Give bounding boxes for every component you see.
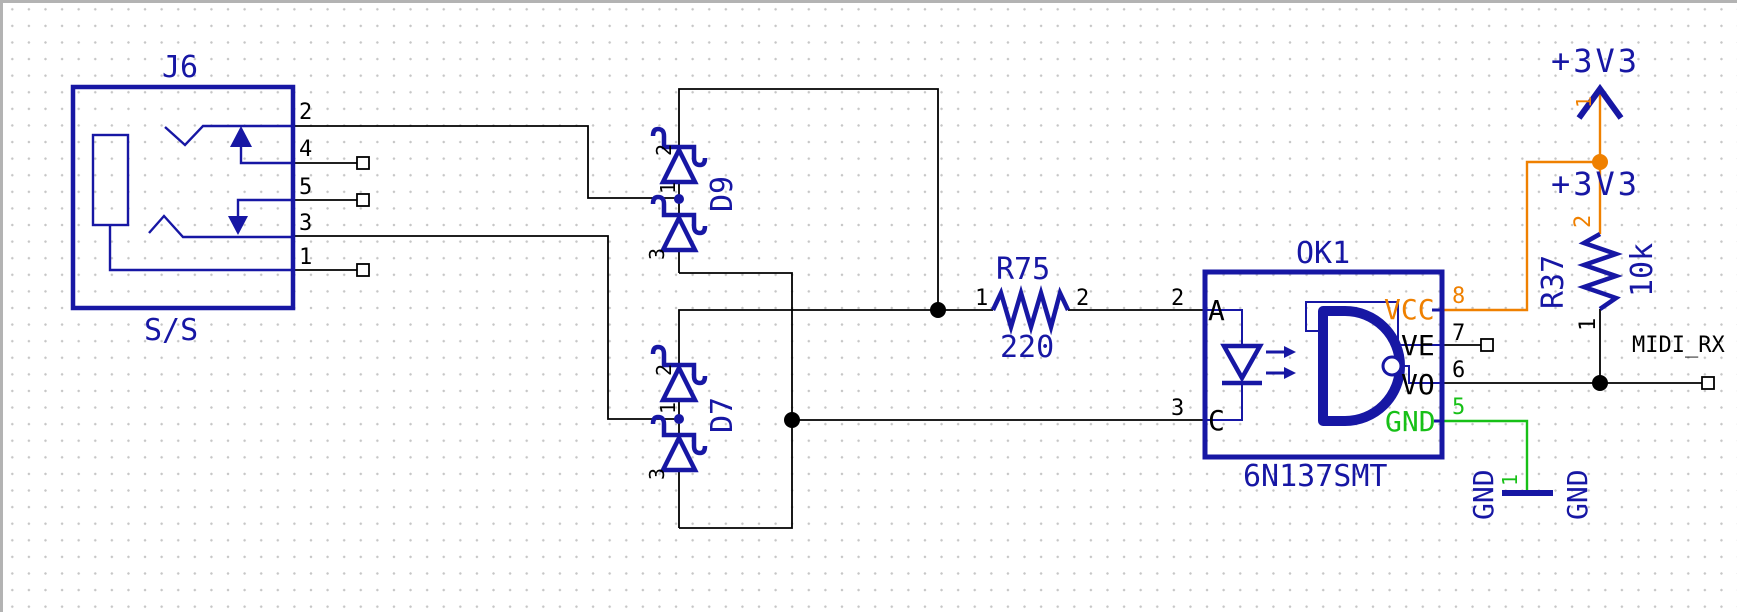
power-wires — [1442, 92, 1608, 491]
j6-pin-number: 5 — [299, 175, 312, 200]
ok1-gate-body — [1318, 306, 1405, 426]
r37-value: 10k — [1625, 243, 1660, 297]
no-connect-square-j6-pin5[interactable] — [356, 193, 370, 207]
ok1-led-triangle — [1220, 343, 1264, 383]
j6-pin-number: 4 — [299, 137, 312, 162]
resistor-r75[interactable]: R75 220 1 2 — [975, 252, 1089, 365]
j6-value: S/S — [144, 313, 198, 348]
ok1-pin-label-anode: A — [1208, 294, 1225, 327]
supply-3v3-label: +3V3 — [1551, 42, 1640, 80]
no-connect-square-ok1-ve[interactable] — [1480, 338, 1494, 352]
ok1-body-outline — [1202, 269, 1445, 460]
supply-3v3-label2: +3V3 — [1551, 165, 1640, 203]
diode-d7[interactable]: 2 1 3 D7 — [645, 344, 740, 480]
ok1-pin-label-vo: VO — [1401, 368, 1435, 401]
ok1-gate-bubble — [1381, 355, 1403, 377]
d9-upper-diode-triangle — [659, 144, 699, 185]
r37-pin-number-top: 2 — [1571, 215, 1596, 228]
j6-body-outline — [70, 84, 296, 311]
j6-refdes: J6 — [162, 50, 198, 85]
ok1-pin-number-cathode: 3 — [1171, 396, 1184, 421]
ok1-pin-number-gnd: 5 — [1452, 395, 1465, 420]
r75-refdes: R75 — [996, 252, 1050, 287]
supply-3v3-pin-number: 1 — [1572, 96, 1596, 108]
net-wire-3v3-to-ok1-vcc[interactable] — [1442, 160, 1600, 312]
ground-symbol[interactable]: GND GND 1 — [1467, 469, 1594, 520]
d9-center-junction — [674, 194, 684, 204]
r37-pin-number-bottom: 1 — [1576, 318, 1601, 331]
j6-insert-arrow-up-icon — [230, 126, 252, 147]
d7-lower-diode-triangle — [659, 432, 699, 473]
ok1-ve-internal-line — [1305, 301, 1440, 346]
j6-pin-number: 3 — [299, 211, 312, 236]
ok1-pin-number-ve: 7 — [1452, 321, 1465, 346]
d9-pin-number-top: 2 — [652, 144, 676, 156]
r75-pin-number-right: 2 — [1076, 286, 1089, 311]
supply-3v3[interactable]: +3V3 +3V3 1 — [1551, 42, 1640, 203]
r75-value: 220 — [1000, 330, 1054, 365]
net-wire-j6-pin2-to-d9[interactable] — [293, 125, 679, 199]
junction-dot[interactable] — [1592, 375, 1608, 391]
d7-pin-number-top: 2 — [652, 364, 676, 376]
ok1-pin-label-gnd: GND — [1385, 405, 1436, 438]
r37-refdes: R37 — [1536, 255, 1571, 309]
r75-zigzag — [990, 285, 1071, 336]
ok1-vo-internal-line — [1401, 365, 1440, 384]
j6-switch-lead-4 — [239, 147, 293, 165]
ok1-value: 6N137SMT — [1243, 459, 1388, 494]
d9-pin-number-center: 1 — [656, 182, 680, 194]
junction-dot-3v3[interactable] — [1592, 154, 1608, 170]
j6-pin-number: 1 — [299, 245, 312, 270]
net-wire-ok1-gnd-to-ground[interactable] — [1442, 419, 1529, 491]
j6-tip-contact — [164, 124, 293, 147]
ground-name-label: GND — [1467, 469, 1500, 520]
r37-zigzag — [1577, 232, 1623, 311]
ok1-pin-number-anode: 2 — [1171, 286, 1184, 311]
d9-lower-diode-triangle — [659, 212, 699, 253]
ground-pin-number: 1 — [1498, 474, 1522, 486]
j6-pin-number: 2 — [299, 100, 312, 125]
ok1-pin-label-cathode: C — [1208, 404, 1225, 437]
diode-d9[interactable]: 2 1 3 D9 — [645, 126, 740, 260]
junction-dot[interactable] — [930, 302, 946, 318]
d9-refdes: D9 — [705, 176, 740, 212]
ok1-pin-label-vcc: VCC — [1384, 293, 1435, 326]
ok1-pin-label-ve: VE — [1401, 329, 1435, 362]
d9-pin-number-bottom: 3 — [645, 248, 669, 260]
no-connect-square-j6-pin1[interactable] — [356, 263, 370, 277]
optocoupler-ok1[interactable]: OK1 6N137SMT A C VCC VE VO GND 2 3 8 7 6 — [1171, 236, 1465, 494]
supply-arrow-icon — [1576, 83, 1624, 120]
d7-pin-number-center: 1 — [656, 402, 680, 414]
ok1-pin-number-vo: 6 — [1452, 358, 1465, 383]
ok1-refdes: OK1 — [1296, 236, 1350, 271]
d7-pin-number-bottom: 3 — [645, 468, 669, 480]
j6-sleeve-lead — [108, 225, 293, 272]
net-label-midi-rx[interactable]: MIDI_RX — [1632, 333, 1725, 358]
no-connect-square-j6-pin4[interactable] — [356, 156, 370, 170]
connector-j6[interactable]: J6 S/S 2 4 5 3 1 — [70, 50, 312, 348]
ok1-light-arrows-icon — [1266, 346, 1296, 379]
j6-insert-arrow-down-icon — [228, 216, 248, 235]
j6-sleeve-rect — [91, 133, 130, 227]
net-wire-d9-bottom-to-cnode[interactable] — [679, 272, 793, 420]
no-connect-square-midi-rx[interactable] — [1701, 376, 1715, 390]
junction-dot[interactable] — [784, 412, 800, 428]
r75-pin-number-left: 1 — [975, 286, 988, 311]
ground-value-label: GND — [1561, 469, 1594, 520]
resistor-r37[interactable]: R37 10k 2 1 — [1536, 215, 1660, 331]
d7-refdes: D7 — [705, 397, 740, 433]
j6-ring-contact — [148, 214, 293, 239]
d7-center-junction — [674, 414, 684, 424]
net-wire-j6-pin3-to-d7[interactable] — [293, 235, 679, 420]
net-wires — [293, 88, 1715, 529]
j6-switch-lead-5 — [236, 198, 293, 216]
ok1-pin-number-vcc: 8 — [1452, 284, 1465, 309]
net-wire-d7-bottom-to-cnode[interactable] — [679, 420, 793, 529]
d7-upper-diode-triangle — [659, 362, 699, 403]
